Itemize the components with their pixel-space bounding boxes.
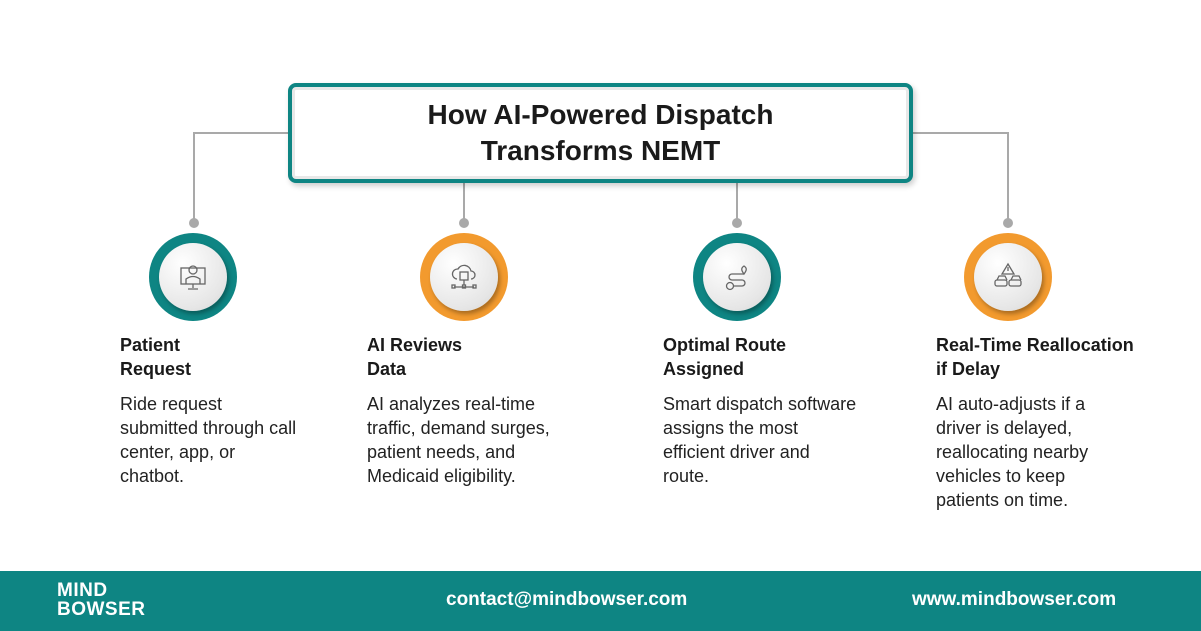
step-heading: Real-Time Reallocation if Delay	[936, 335, 1134, 379]
step-description: Ride request submitted through call cent…	[120, 394, 297, 486]
step-description: Smart dispatch software assigns the most…	[663, 394, 857, 486]
doctor-monitor-icon	[180, 265, 206, 290]
contact-email[interactable]: contact@mindbowser.com	[446, 589, 688, 610]
connector-dot	[459, 218, 469, 228]
connector-dot	[732, 218, 742, 228]
step-description: AI analyzes real-time traffic, demand su…	[367, 394, 550, 486]
connector	[912, 132, 1009, 134]
step-3-icon-circle	[693, 233, 781, 321]
step-4-icon-circle	[964, 233, 1052, 321]
page-title: How AI-Powered Dispatch Transforms NEMT	[427, 99, 774, 166]
title-box: How AI-Powered Dispatch Transforms NEMT	[288, 83, 913, 183]
step-2: AI Reviews Data AI analyzes real-time tra…	[367, 333, 582, 488]
connector-dot	[1003, 218, 1013, 228]
connector	[193, 132, 289, 134]
step-description: AI auto-adjusts if a driver is delayed, …	[936, 394, 1089, 510]
route-pin-icon	[725, 265, 747, 291]
website-link[interactable]: www.mindbowser.com	[912, 589, 1117, 610]
connector	[1007, 132, 1009, 222]
step-heading: Optimal Route Assigned	[663, 335, 787, 379]
step-2-icon-circle	[420, 233, 508, 321]
connector-dot	[189, 218, 199, 228]
step-1-icon-circle	[149, 233, 237, 321]
connector	[736, 183, 738, 222]
connector	[193, 132, 195, 222]
step-heading: AI Reviews Data	[367, 335, 463, 379]
connector	[463, 183, 465, 222]
step-4: Real-Time Reallocation if Delay AI auto-a…	[936, 333, 1134, 512]
traffic-warning-icon	[994, 262, 1022, 287]
cloud-network-icon	[451, 264, 477, 289]
step-heading: Patient Request	[120, 335, 192, 379]
